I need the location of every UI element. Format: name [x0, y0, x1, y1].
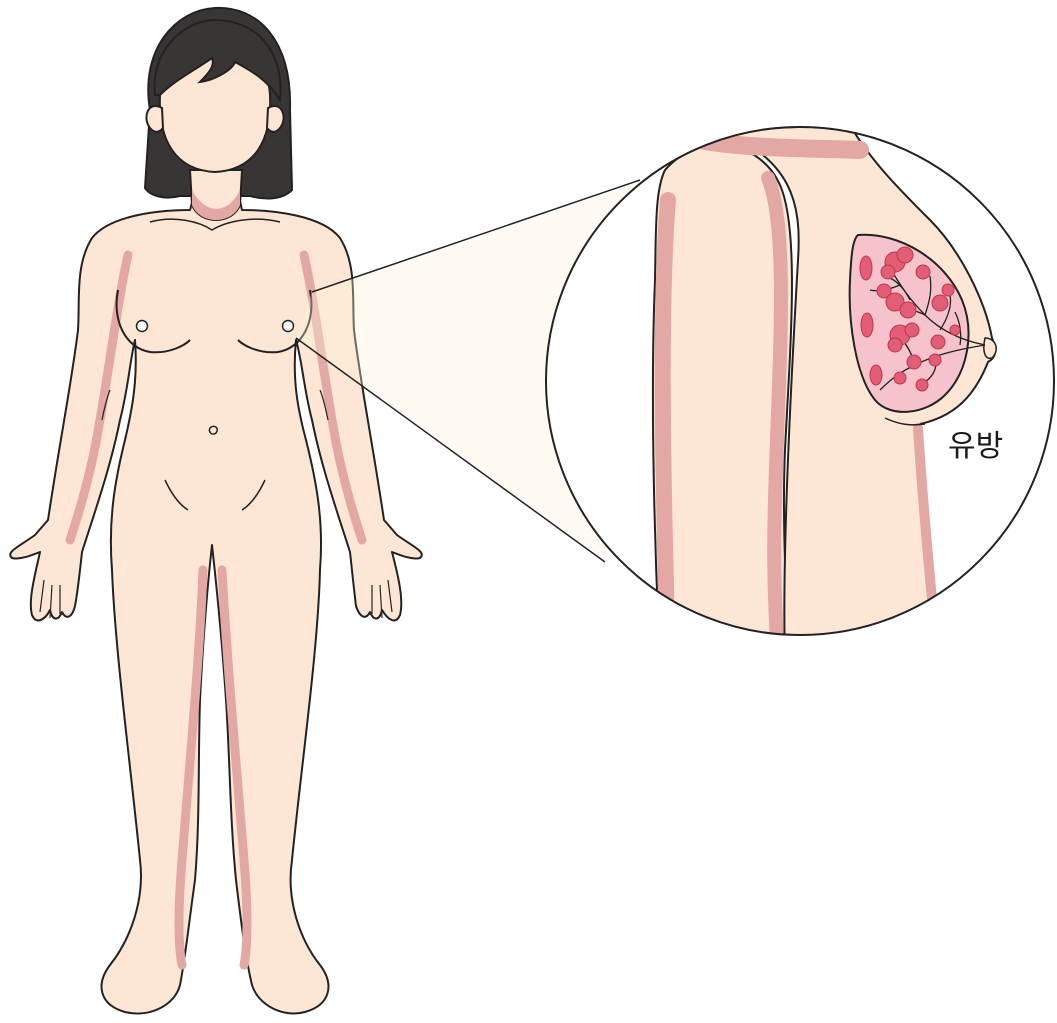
- zoom-shoulder-shade: [700, 140, 860, 150]
- zoom-circle: [546, 125, 1054, 660]
- breast-label: 유방: [948, 429, 1003, 464]
- zoom-arm-shade: [663, 200, 668, 660]
- female-body-figure: [10, 8, 422, 1014]
- nipple-left: [137, 321, 148, 332]
- ear-right: [267, 106, 284, 132]
- ear-left: [146, 106, 163, 132]
- nipple-right: [283, 321, 294, 332]
